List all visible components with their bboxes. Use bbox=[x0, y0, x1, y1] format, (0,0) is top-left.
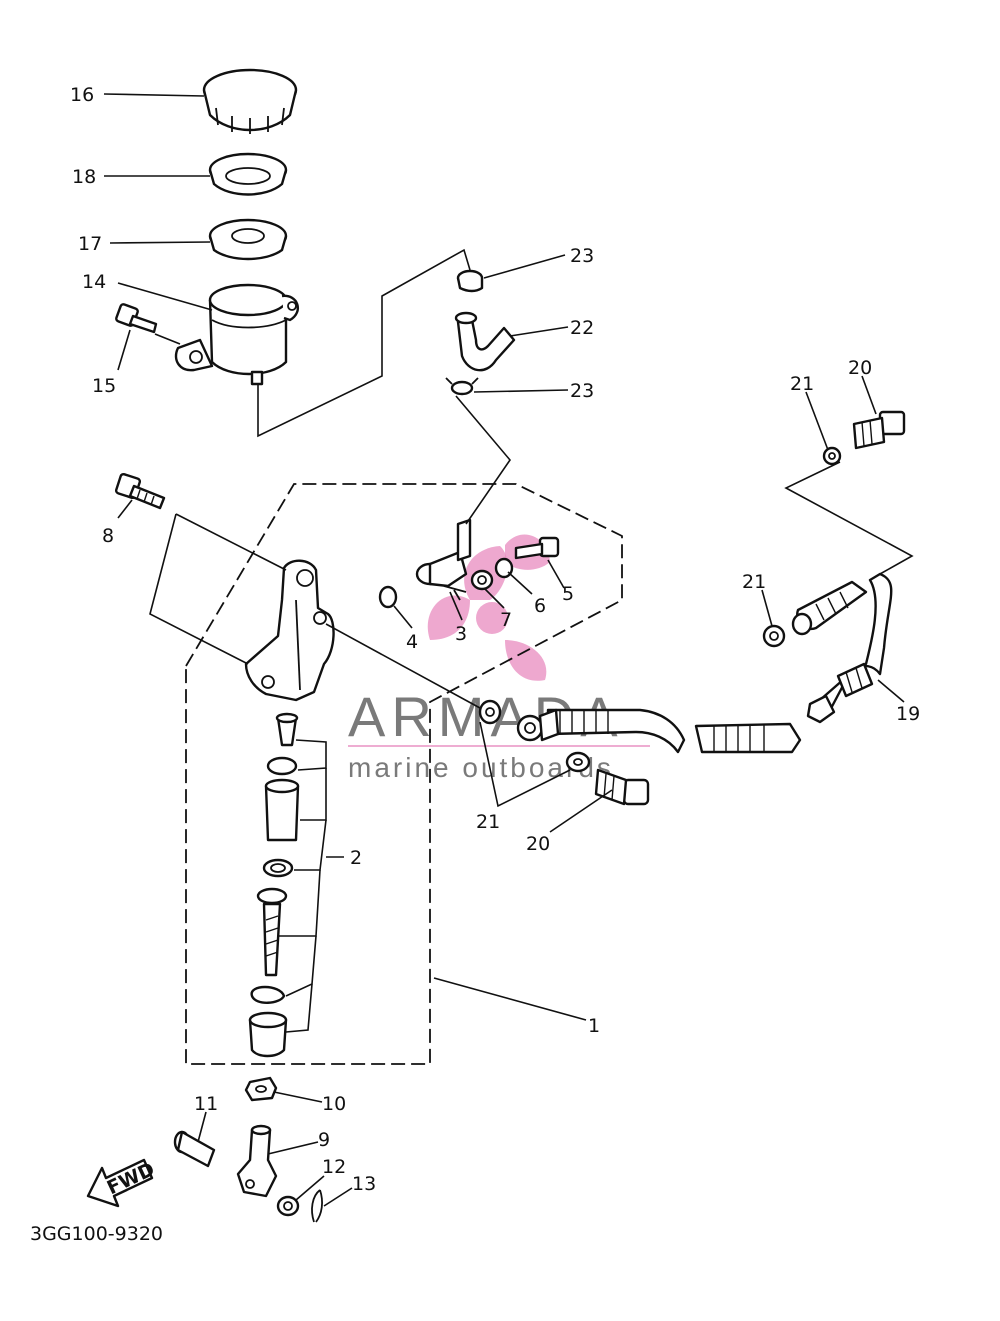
cotter-pin bbox=[311, 1189, 323, 1223]
callout-1: 1 bbox=[588, 1015, 600, 1037]
callout-8: 8 bbox=[102, 525, 114, 547]
crush-washer-mid bbox=[762, 624, 786, 648]
callout-3: 3 bbox=[455, 623, 467, 645]
fwd-arrow-icon: FWD bbox=[86, 1158, 158, 1208]
diaphragm-plate bbox=[208, 152, 288, 196]
piston-kit bbox=[248, 712, 300, 1058]
callout-7: 7 bbox=[500, 609, 512, 631]
callout-19: 19 bbox=[896, 703, 920, 725]
reservoir-screw bbox=[115, 303, 158, 334]
union-washer bbox=[470, 569, 494, 591]
hose-clip-lower bbox=[445, 377, 479, 396]
reservoir-tank bbox=[174, 283, 300, 386]
union-bolt-lower bbox=[594, 768, 650, 806]
callout-20-upper: 20 bbox=[848, 357, 872, 379]
callout-11: 11 bbox=[194, 1093, 218, 1115]
callout-22: 22 bbox=[570, 317, 594, 339]
crush-washer-lower-b bbox=[565, 751, 591, 773]
callout-5: 5 bbox=[562, 583, 574, 605]
callout-10: 10 bbox=[322, 1093, 346, 1115]
callout-12: 12 bbox=[322, 1156, 346, 1178]
callout-21-mid: 21 bbox=[742, 571, 766, 593]
master-cylinder-body bbox=[244, 559, 335, 702]
drawing-code: 3GG100-9320 bbox=[30, 1223, 163, 1245]
lock-nut bbox=[244, 1076, 278, 1102]
reservoir-cap bbox=[202, 68, 298, 134]
callout-21-lower: 21 bbox=[476, 811, 500, 833]
o-ring bbox=[378, 585, 398, 609]
leader-lines bbox=[103, 93, 914, 1207]
callout-14: 14 bbox=[82, 271, 106, 293]
callout-2: 2 bbox=[350, 847, 362, 869]
callout-15: 15 bbox=[92, 375, 116, 397]
diaphragm bbox=[208, 218, 288, 261]
crush-washer-upper bbox=[822, 446, 842, 466]
clevis-pin bbox=[173, 1130, 216, 1168]
assembly-outline bbox=[185, 483, 623, 1065]
hose-clip-upper bbox=[456, 269, 484, 293]
callout-18: 18 bbox=[72, 166, 96, 188]
union-bolt bbox=[514, 536, 560, 560]
brake-hose bbox=[516, 572, 893, 754]
callout-17: 17 bbox=[78, 233, 102, 255]
callout-9: 9 bbox=[318, 1129, 330, 1151]
breather-hose bbox=[454, 311, 516, 372]
watermark-tagline: marine outboards bbox=[348, 752, 614, 783]
pin-washer bbox=[276, 1195, 300, 1217]
mounting-bolt bbox=[114, 472, 166, 510]
push-rod-clevis bbox=[236, 1124, 278, 1198]
union-bolt-upper bbox=[852, 410, 906, 450]
union-fitting bbox=[415, 518, 472, 601]
callout-23-lower: 23 bbox=[570, 380, 594, 402]
callout-13: 13 bbox=[352, 1173, 376, 1195]
callout-4: 4 bbox=[406, 631, 418, 653]
callout-labels: 1 2 3 4 5 6 7 8 9 10 11 12 13 14 15 16 1… bbox=[70, 84, 920, 1195]
callout-20-lower: 20 bbox=[526, 833, 550, 855]
callout-21-upper: 21 bbox=[790, 373, 814, 395]
fwd-label: FWD bbox=[104, 1158, 158, 1199]
callout-23-upper: 23 bbox=[570, 245, 594, 267]
callout-6: 6 bbox=[534, 595, 546, 617]
callout-16: 16 bbox=[70, 84, 94, 106]
crush-washer-lower-a bbox=[478, 699, 502, 725]
